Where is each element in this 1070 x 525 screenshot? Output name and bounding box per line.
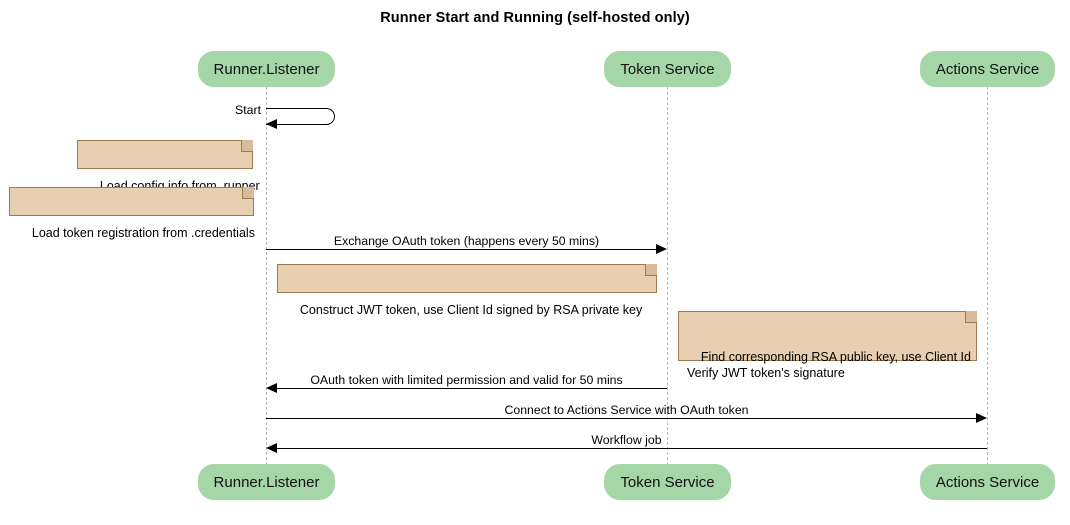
participant-label: Token Service xyxy=(620,60,715,78)
message-arrowhead-connect-actions-service xyxy=(976,413,987,423)
participant-actions-service-top[interactable]: Actions Service xyxy=(920,51,1055,87)
self-message-start-arrowhead xyxy=(266,119,277,129)
message-label-start: Start xyxy=(235,103,261,117)
participant-label: Runner.Listener xyxy=(213,60,320,78)
note-text: Load token registration from .credential… xyxy=(31,226,255,240)
note-load-token-registration: Load token registration from .credential… xyxy=(9,187,255,240)
note-verify-jwt-signature: Find corresponding RSA public key, use C… xyxy=(678,311,977,380)
message-label-workflow-job: Workflow job xyxy=(591,433,662,447)
message-line-exchange-oauth-token xyxy=(266,249,657,250)
participant-token-service-top[interactable]: Token Service xyxy=(604,51,731,87)
message-label-oauth-token-response: OAuth token with limited permission and … xyxy=(310,373,623,387)
note-dogear-icon xyxy=(645,264,657,276)
message-arrowhead-workflow-job xyxy=(266,443,277,453)
lifeline-token-service xyxy=(667,87,668,465)
lifeline-runner-listener xyxy=(266,87,267,465)
note-dogear-icon xyxy=(241,140,253,152)
message-arrowhead-oauth-token-response xyxy=(266,383,277,393)
note-text: Find corresponding RSA public key, use C… xyxy=(687,350,971,380)
note-text: Construct JWT token, use Client Id signe… xyxy=(299,303,643,317)
participant-label: Actions Service xyxy=(935,60,1040,78)
participant-label: Actions Service xyxy=(935,473,1040,491)
self-message-start-loop xyxy=(266,108,335,125)
participant-token-service-bottom[interactable]: Token Service xyxy=(604,464,731,500)
note-dogear-icon xyxy=(965,311,977,323)
message-label-connect-actions-service: Connect to Actions Service with OAuth to… xyxy=(504,403,749,417)
message-line-connect-actions-service xyxy=(266,418,977,419)
message-arrowhead-exchange-oauth-token xyxy=(656,244,667,254)
participant-runner-listener-bottom[interactable]: Runner.Listener xyxy=(198,464,335,500)
participant-label: Runner.Listener xyxy=(213,473,320,491)
message-label-exchange-oauth-token: Exchange OAuth token (happens every 50 m… xyxy=(333,234,600,248)
page-title: Runner Start and Running (self-hosted on… xyxy=(380,10,690,26)
message-line-workflow-job xyxy=(277,448,987,449)
participant-label: Token Service xyxy=(620,473,715,491)
note-construct-jwt-token: Construct JWT token, use Client Id signe… xyxy=(277,264,657,317)
message-line-oauth-token-response xyxy=(277,388,667,389)
note-load-config: Load config info from .runner xyxy=(77,140,260,193)
note-dogear-icon xyxy=(242,187,254,199)
participant-runner-listener-top[interactable]: Runner.Listener xyxy=(198,51,335,87)
participant-actions-service-bottom[interactable]: Actions Service xyxy=(920,464,1055,500)
lifeline-actions-service xyxy=(987,87,988,465)
